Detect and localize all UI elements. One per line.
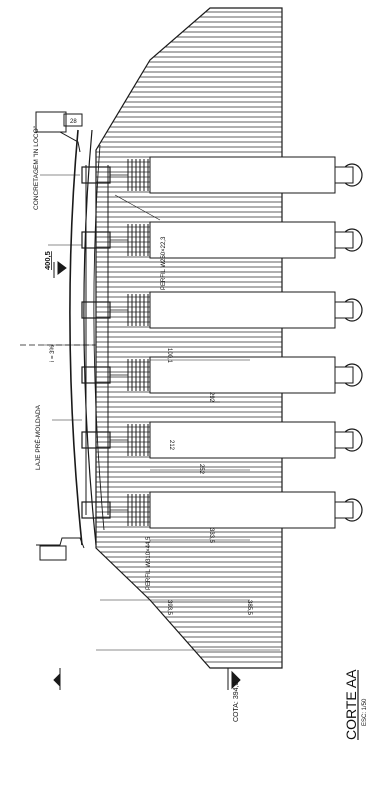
- elevation-marker: [53, 261, 67, 278]
- dim-7-label: 385,5: [246, 600, 252, 616]
- scale-label: ESC: 1/50: [362, 698, 368, 726]
- soil-body: [95, 7, 283, 669]
- dim-3-label: 212: [168, 440, 174, 451]
- girder-bearings: [81, 166, 128, 519]
- deck-bottom-curve: [83, 129, 97, 546]
- guard-box-bottom: [39, 545, 67, 561]
- deck-slab: [69, 129, 109, 546]
- pier-column: [127, 356, 363, 394]
- guard-rail-top: [35, 111, 83, 153]
- pier-column: [127, 156, 363, 194]
- guard-rail-bottom: [36, 537, 85, 561]
- dim-6-label: 393,5: [166, 600, 172, 616]
- elevation-label: 400,5: [43, 251, 52, 270]
- box-top-label: 28: [70, 119, 77, 125]
- pier-column: [127, 421, 363, 459]
- deck-inner-curve: [93, 144, 105, 531]
- perfil-upper-label: PERFIL W250×22,3: [161, 236, 167, 290]
- deck-top-curve: [69, 129, 83, 546]
- concretagem-label: CONCRETAGEM "IN LOCO": [33, 125, 40, 210]
- cota-marker: [53, 668, 241, 690]
- cota-label: COTA: 394,0: [233, 682, 240, 722]
- guard-box-top: [35, 111, 67, 133]
- pier-column: [127, 291, 363, 329]
- guard-box-top-label: [63, 113, 83, 127]
- laje-label: LAJE PRÉ-MOLDADA: [33, 404, 42, 470]
- perfil-lower-label: PERFIL W310×44,5: [146, 536, 152, 590]
- section-title: CORTE AA: [343, 669, 359, 740]
- pier-columns: [127, 156, 363, 529]
- slope-label: i = 3%: [50, 344, 56, 362]
- pier-column: [127, 221, 363, 259]
- dim-4-label: 252: [198, 464, 204, 475]
- dim-2-label: 292: [208, 392, 214, 403]
- pier-column: [127, 491, 363, 529]
- dim-1-label: 100,1: [166, 348, 172, 364]
- dim-5-label: 333,5: [208, 528, 214, 544]
